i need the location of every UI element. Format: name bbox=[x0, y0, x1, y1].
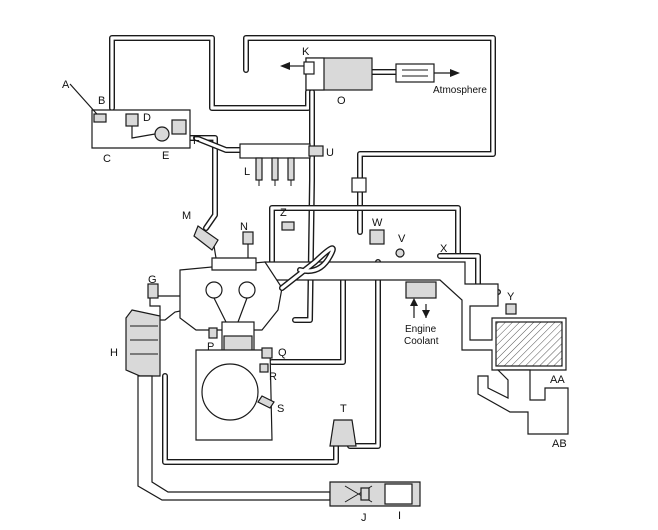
label-atmosphere: Atmosphere bbox=[433, 85, 487, 96]
label-L: L bbox=[244, 166, 250, 178]
label-X: X bbox=[440, 243, 448, 255]
label-M: M bbox=[182, 210, 191, 222]
misc-sensors bbox=[281, 177, 517, 447]
intake-duct bbox=[264, 261, 569, 435]
front-catalyst bbox=[125, 309, 161, 377]
regulator-F bbox=[171, 119, 187, 135]
air-cleaner-element bbox=[495, 321, 563, 367]
sensor-S bbox=[257, 395, 275, 409]
label-B: B bbox=[98, 95, 105, 107]
label-H: H bbox=[110, 347, 118, 359]
label-T: T bbox=[340, 403, 347, 415]
label-F: F bbox=[193, 135, 200, 147]
label-S: S bbox=[277, 403, 284, 415]
label-J: J bbox=[361, 512, 367, 524]
valve-T bbox=[329, 419, 357, 447]
sensor-Y bbox=[505, 303, 517, 315]
sensor-G bbox=[147, 283, 159, 299]
label-R: R bbox=[269, 371, 277, 383]
label-Q: Q bbox=[278, 347, 287, 359]
label-D: D bbox=[143, 112, 151, 124]
label-coolant: Coolant bbox=[404, 336, 439, 347]
valve-K bbox=[303, 61, 315, 75]
sensor-Z bbox=[281, 221, 295, 231]
label-E: E bbox=[162, 150, 169, 162]
filter-E bbox=[154, 126, 170, 142]
label-I: I bbox=[398, 510, 401, 522]
label-C: C bbox=[103, 153, 111, 165]
sensor-Q bbox=[261, 347, 273, 359]
label-K: K bbox=[302, 46, 310, 58]
label-AB: AB bbox=[552, 438, 567, 450]
fuel-rail bbox=[239, 143, 324, 186]
label-W: W bbox=[372, 217, 383, 229]
label-AA: AA bbox=[550, 374, 565, 386]
sensor-J bbox=[360, 487, 370, 501]
label-engine: Engine bbox=[405, 324, 437, 335]
label-G: G bbox=[148, 274, 157, 286]
sensor-R bbox=[259, 363, 269, 373]
injector-M bbox=[193, 225, 219, 251]
diagram-labels: A B C D E F G H I J K L M N O P Q R S T … bbox=[62, 46, 567, 524]
label-U: U bbox=[326, 147, 334, 159]
fuel-tank bbox=[69, 83, 191, 149]
canister-assembly bbox=[280, 57, 460, 91]
engine-block bbox=[179, 225, 336, 441]
throttle-body bbox=[405, 281, 437, 299]
label-Z: Z bbox=[280, 207, 287, 219]
sensor-N bbox=[242, 231, 254, 245]
sensor-V bbox=[395, 248, 405, 258]
label-O: O bbox=[337, 95, 346, 107]
pump-D bbox=[125, 113, 139, 127]
label-Y: Y bbox=[507, 291, 515, 303]
label-P: P bbox=[207, 341, 214, 353]
sensor-P bbox=[208, 327, 218, 339]
label-N: N bbox=[240, 221, 248, 233]
connector-U bbox=[308, 145, 324, 157]
valve-W bbox=[369, 229, 385, 245]
label-V: V bbox=[398, 233, 406, 245]
label-A: A bbox=[62, 79, 70, 91]
atmosphere-filter bbox=[395, 63, 435, 83]
